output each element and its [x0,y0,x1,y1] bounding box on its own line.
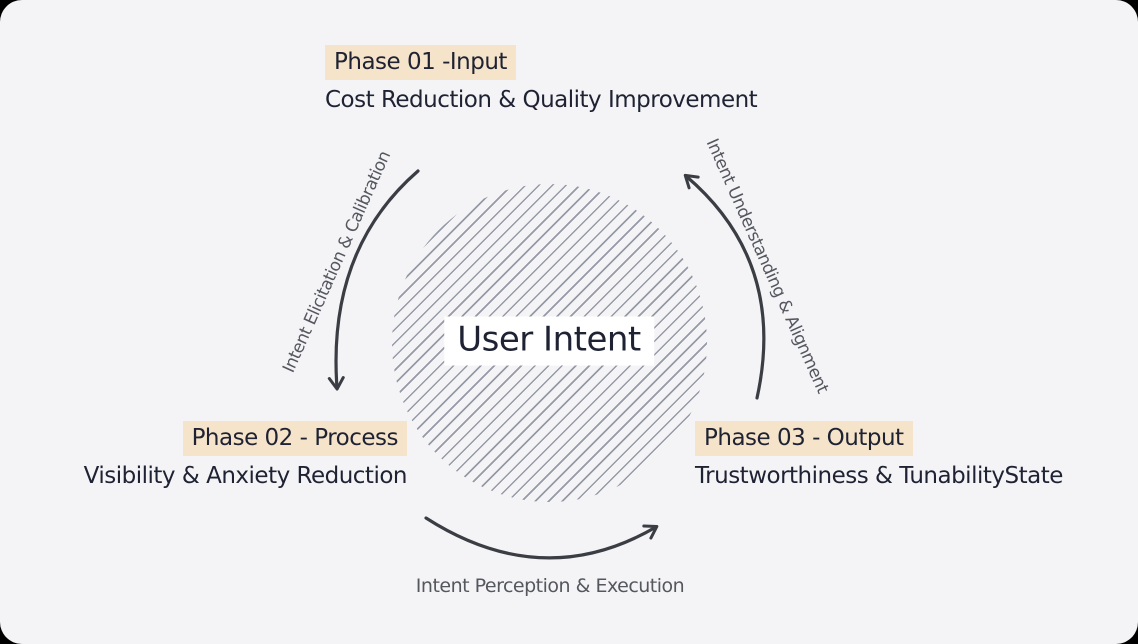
transition-label-elicitation-calibration: Intent Elicitation & Calibration [279,148,395,376]
arrow-phase02-to-phase03 [424,516,659,560]
phase-01-subtitle: Cost Reduction & Quality Improvement [325,87,758,114]
phase-03-title: Phase 03 - Output [695,421,913,457]
transition-label-perception-execution: Intent Perception & Execution [415,575,685,597]
phase-02-subtitle: Visibility & Anxiety Reduction [83,463,408,490]
phase-03-block: Phase 03 - Output Trustworthiness & Tuna… [695,421,1063,490]
phase-01-title: Phase 01 -Input [325,45,516,81]
user-intent-label: User Intent [444,316,654,366]
phase-01-block: Phase 01 -Input Cost Reduction & Quality… [325,45,758,114]
phase-02-block: Phase 02 - Process Visibility & Anxiety … [83,421,408,490]
phase-02-title: Phase 02 - Process [182,421,407,457]
phase-03-subtitle: Trustworthiness & TunabilityState [695,463,1063,490]
transition-label-understanding-alignment: Intent Understanding & Alignment [701,135,833,397]
